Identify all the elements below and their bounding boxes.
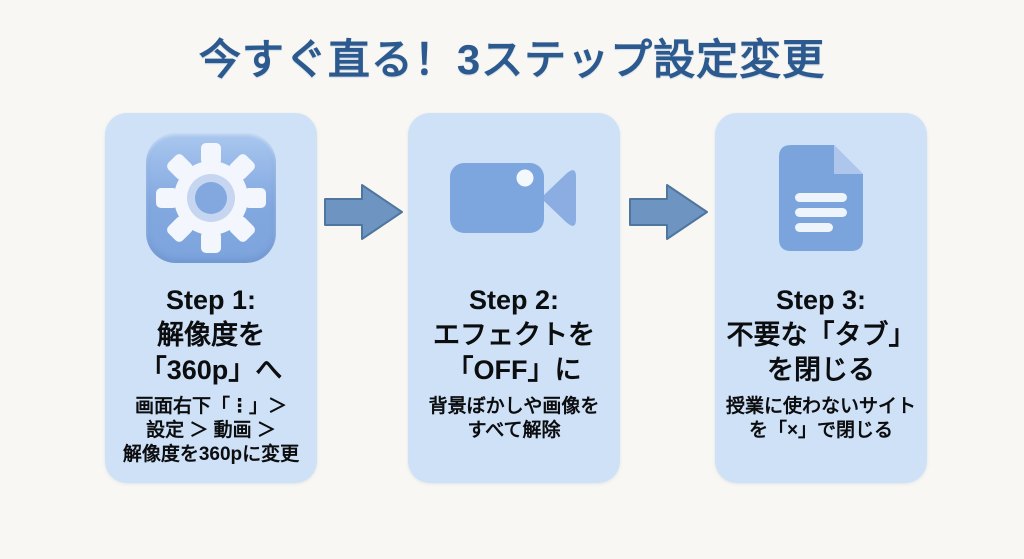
detail-line: すべて解除 (467, 420, 561, 441)
step-card-3: Step 3: 不要な「タブ」 を閉じる 授業に使わないサイト を「×」で閉じる (715, 113, 927, 483)
heading-line: 解像度を (157, 320, 265, 350)
step-card-1: Step 1: 解像度を 「360p」へ 画面右下「⋮」＞ 設定 ＞ 動画 ＞ … (105, 113, 317, 483)
right-arrow-icon (629, 184, 708, 240)
gear-icon (156, 143, 266, 253)
detail-line: 背景ぼかしや画像を (428, 396, 600, 417)
detail-line: を「×」で閉じる (748, 420, 894, 441)
step-card-2: Step 2: エフェクトを 「OFF」に 背景ぼかしや画像を すべて解除 (408, 113, 620, 483)
heading-line: を閉じる (767, 355, 875, 385)
step-1-heading: Step 1: 解像度を 「360p」へ (105, 283, 317, 388)
detail-line: 解像度を360pに変更 (122, 444, 300, 465)
heading-line: 「360p」へ (139, 355, 283, 385)
heading-line: 不要な「タブ」 (726, 320, 916, 350)
step-2-heading: Step 2: エフェクトを 「OFF」に (408, 283, 620, 388)
document-icon (779, 145, 863, 251)
step-1-icon-zone (105, 113, 317, 283)
step-3-heading: Step 3: 不要な「タブ」 を閉じる (715, 283, 927, 388)
step-2-icon-zone (408, 113, 620, 283)
settings-icon-tile (146, 133, 276, 263)
page-title: 今すぐ直る！3ステップ設定変更 (198, 36, 826, 83)
detail-line: 画面右下「⋮」＞ (134, 396, 287, 417)
step-3-icon-zone (715, 113, 927, 283)
detail-line: 授業に使わないサイト (725, 396, 916, 417)
detail-line: 設定 ＞ 動画 ＞ (146, 420, 276, 441)
step-2-details: 背景ぼかしや画像を すべて解除 (408, 395, 620, 443)
step-1-details: 画面右下「⋮」＞ 設定 ＞ 動画 ＞ 解像度を360pに変更 (105, 395, 317, 467)
heading-line: Step 1: (165, 285, 257, 315)
heading-line: Step 3: (775, 285, 867, 315)
step-3-details: 授業に使わないサイト を「×」で閉じる (715, 395, 927, 443)
right-arrow-icon (324, 184, 403, 240)
video-camera-icon (450, 163, 576, 233)
heading-line: Step 2: (468, 285, 560, 315)
heading-line: エフェクトを (433, 320, 595, 350)
heading-line: 「OFF」に (446, 355, 582, 385)
